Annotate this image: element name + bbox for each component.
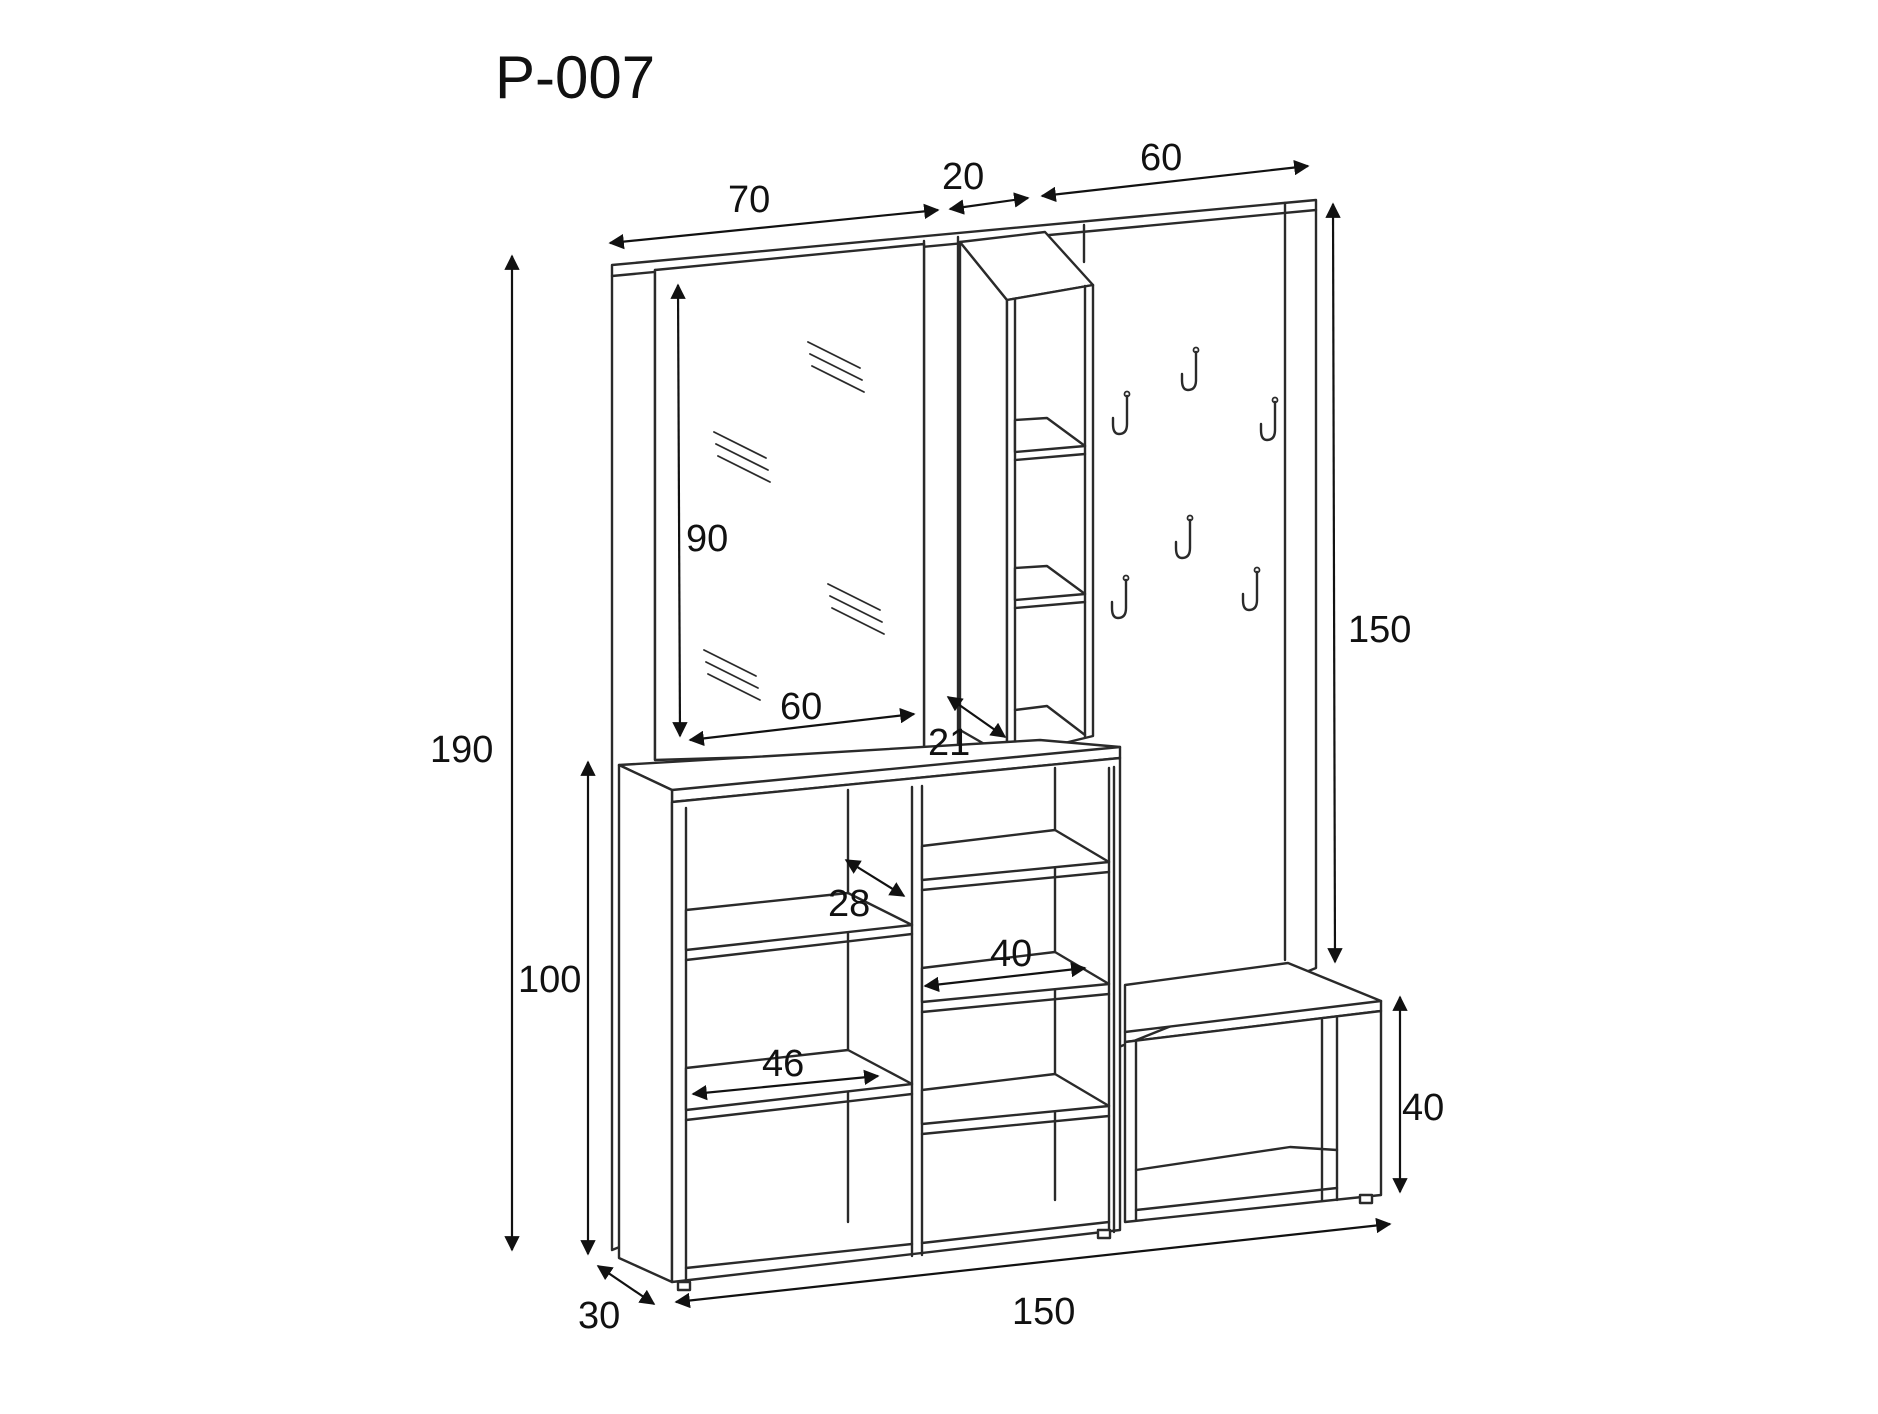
dim-label-width-right: 60 <box>1140 137 1182 179</box>
dimension-lines <box>504 159 1408 1309</box>
dim-label-cabinet-height: 100 <box>518 959 581 1001</box>
dim-label-width-left: 70 <box>728 179 770 221</box>
dim-label-compartment-depth: 28 <box>828 883 870 925</box>
dim-label-shelf-width-left: 46 <box>762 1043 804 1085</box>
dim-label-depth: 30 <box>578 1295 620 1337</box>
coat-hook-icon <box>1180 346 1200 392</box>
cabinet-shelf <box>684 891 914 962</box>
dim-label-bench-height: 40 <box>1402 1087 1444 1129</box>
coat-hook-icon <box>1174 514 1194 560</box>
coat-hook-icon <box>1110 574 1130 620</box>
product-title: P-007 <box>495 44 655 111</box>
cabinet-foot <box>676 1280 692 1292</box>
bench-foot <box>1358 1193 1374 1205</box>
dim-label-total-width: 150 <box>1012 1291 1075 1333</box>
dim-label-width-middle: 20 <box>942 156 984 198</box>
dim-label-hanger-height: 150 <box>1348 609 1411 651</box>
tower-shelf <box>1013 416 1087 462</box>
labels: P-007 70 20 60 190 90 60 21 150 100 28 4… <box>430 44 1444 1337</box>
coat-hook-icon <box>1111 390 1131 436</box>
dim-label-mirror-height: 90 <box>686 518 728 560</box>
dim-label-shelf-width-right: 40 <box>990 933 1032 975</box>
mirror-reflection-hatch <box>703 341 885 701</box>
main-cabinet <box>617 738 1122 1292</box>
cabinet-shelf <box>920 1072 1111 1136</box>
shelf-tower <box>958 230 1095 759</box>
cabinet-shelf <box>920 828 1111 892</box>
cabinet-foot <box>1096 1228 1112 1240</box>
bench <box>1123 961 1383 1224</box>
tower-shelf <box>1013 564 1087 610</box>
coat-hook-icon <box>1241 566 1261 612</box>
coat-hook-icon <box>1259 396 1279 442</box>
mirror <box>653 242 926 762</box>
coat-hanger-area <box>1082 223 1279 620</box>
dim-label-tower-depth: 21 <box>928 722 970 764</box>
dim-label-total-height: 190 <box>430 729 493 771</box>
dim-label-mirror-width: 60 <box>780 686 822 728</box>
